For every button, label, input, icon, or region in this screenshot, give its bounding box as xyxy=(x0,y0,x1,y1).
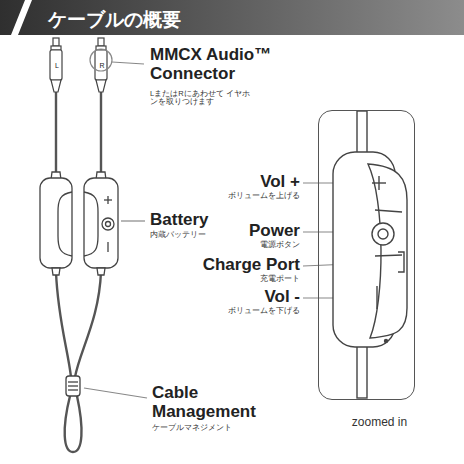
part-note: ケーブルマネジメント xyxy=(152,424,262,432)
part-note: ボリュームを上げる xyxy=(190,192,300,200)
mmcx-connector xyxy=(95,50,107,80)
battery-module xyxy=(102,218,114,230)
zoomed-control xyxy=(378,176,379,190)
battery-module xyxy=(40,178,72,268)
zoomed-control xyxy=(357,111,367,155)
battery-module xyxy=(107,196,108,204)
cable-slider xyxy=(66,376,80,396)
cable xyxy=(65,396,82,452)
header-bar xyxy=(0,0,464,35)
leader-line xyxy=(84,388,147,398)
side-letter: R xyxy=(98,62,106,70)
battery-module xyxy=(40,172,118,275)
zoomed-control xyxy=(368,164,407,338)
part-label: Cable Management xyxy=(152,384,277,421)
cable-slider xyxy=(68,381,78,382)
zoomed-control xyxy=(375,255,402,256)
part-label: Charge Port xyxy=(180,256,300,275)
part-note: 電源ボタン xyxy=(190,241,300,249)
side-letter: L xyxy=(53,62,61,70)
cable-slider xyxy=(68,385,78,386)
leader-line xyxy=(121,220,145,221)
zoomed-control xyxy=(333,111,407,398)
cable-slider xyxy=(66,376,80,396)
battery-module xyxy=(84,178,118,268)
battery-module xyxy=(107,242,108,252)
battery-module xyxy=(84,192,98,256)
zoomed-control xyxy=(375,210,402,212)
mmcx-connector xyxy=(50,50,62,80)
cable xyxy=(75,272,101,377)
leader-line xyxy=(112,62,144,64)
zoomed-control xyxy=(372,223,394,245)
mmcx-connector xyxy=(50,38,107,92)
mmcx-connector xyxy=(96,80,106,92)
leader-line xyxy=(90,49,112,71)
zoomed-control xyxy=(378,229,388,239)
title: ケーブルの概要 xyxy=(48,7,181,33)
cable xyxy=(55,92,57,178)
part-label: Vol + xyxy=(190,173,300,192)
panel-caption: zoomed in xyxy=(352,415,407,429)
zoomed-control xyxy=(357,344,367,398)
part-label: Power xyxy=(190,222,300,241)
part-label: MMCX Audio™ Connector xyxy=(150,46,285,83)
part-note: 充電ポート xyxy=(190,275,300,283)
cable xyxy=(56,92,101,452)
zoomed-control xyxy=(385,340,388,343)
mmcx-connector xyxy=(98,38,104,46)
cable-slider xyxy=(68,389,78,390)
leader-line xyxy=(84,49,398,398)
battery-module xyxy=(52,268,60,275)
battery-module xyxy=(58,192,72,256)
zoom-panel: zoomed in xyxy=(318,110,415,400)
part-note: LまたはRにあわせて イヤホンを取りつけます xyxy=(150,90,250,107)
battery-module xyxy=(97,268,105,275)
zoomed-control xyxy=(398,252,404,272)
header-bar xyxy=(0,0,464,35)
cable xyxy=(100,92,102,178)
mmcx-connector xyxy=(53,38,59,46)
battery-module xyxy=(106,222,111,227)
cable xyxy=(56,272,71,377)
header-bar xyxy=(11,0,32,35)
part-note: ボリュームを下げる xyxy=(190,307,300,315)
part-note: 内蔵バッテリー xyxy=(150,231,260,239)
zoomed-control xyxy=(376,286,377,309)
part-label: Vol - xyxy=(190,288,300,307)
mmcx-connector xyxy=(51,80,61,92)
